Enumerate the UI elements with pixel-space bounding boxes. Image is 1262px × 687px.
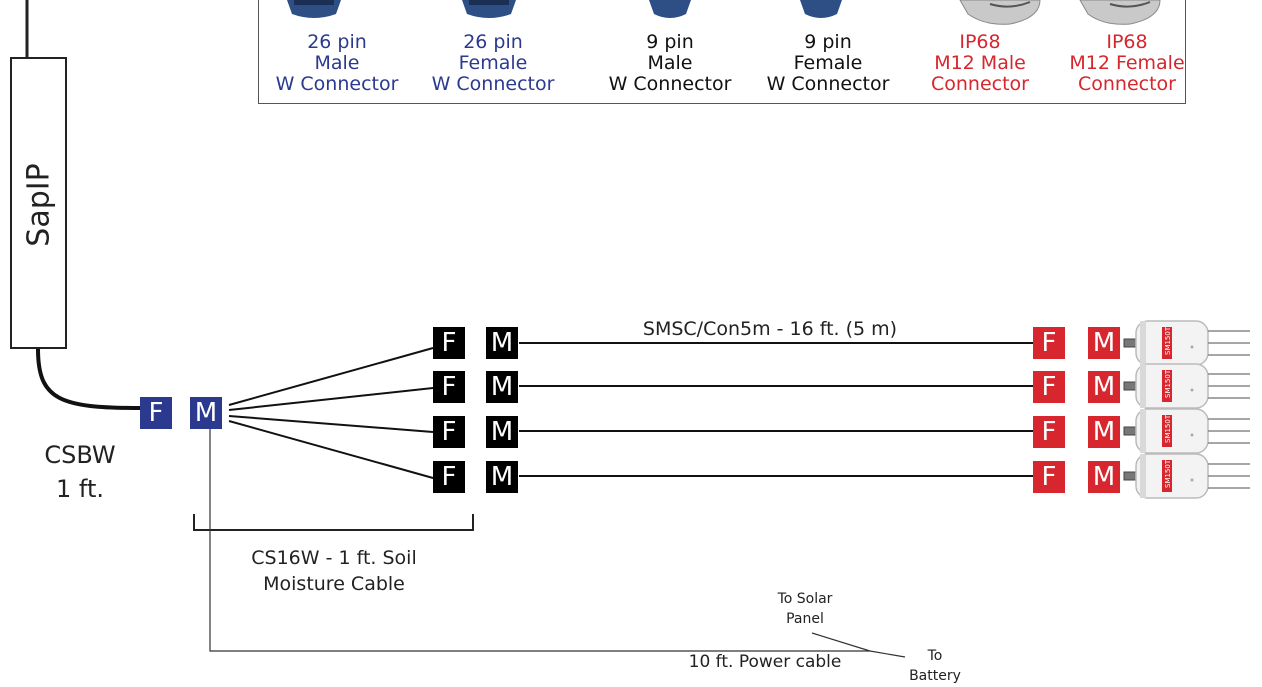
- soil-moisture-sensor-3: SM150T: [1123, 408, 1250, 454]
- legend-line: Male: [314, 52, 360, 74]
- legend-line: Connector: [931, 73, 1029, 95]
- legend-line: M12 Female: [1069, 52, 1185, 74]
- cs16w-male-connector: M: [190, 397, 222, 429]
- smsc-female-connector-2: F: [1033, 371, 1065, 403]
- legend-line: 26 pin: [463, 31, 523, 53]
- sensor-male-connector-2: M: [1088, 371, 1120, 403]
- connector-image-9f: [800, 0, 842, 18]
- sensor-male-connector-1: M: [1088, 327, 1120, 359]
- csbw-female-connector: F: [140, 397, 172, 429]
- legend-line: W Connector: [766, 73, 890, 95]
- sensor-group: SM150T SM150T SM150T SM150T: [1123, 320, 1250, 499]
- connector-image-m12m: [959, 0, 1041, 25]
- connector-image-m12f: [1079, 0, 1161, 25]
- smsc-cable-label: SMSC/Con5m - 16 ft. (5 m): [642, 318, 898, 340]
- legend-line: IP68: [959, 31, 1001, 53]
- battery-label: To Battery: [895, 646, 975, 686]
- sensor-label-text: SM150T: [1164, 326, 1172, 355]
- connector-image-9m: [649, 0, 691, 18]
- csbw-label: CSBW 1 ft.: [30, 438, 130, 506]
- legend-line: 26 pin: [307, 31, 367, 53]
- cs16w-female-connector-1: F: [433, 327, 465, 359]
- legend-line: Connector: [1078, 73, 1176, 95]
- soil-moisture-sensor-2: SM150T: [1123, 363, 1250, 409]
- sapip-logger: [10, 57, 67, 349]
- csbw-length: 1 ft.: [56, 475, 104, 503]
- legend-9pin-male: 9 pin Male W Connector: [595, 32, 745, 95]
- cs16w-label-line1: CS16W - 1 ft. Soil: [251, 547, 417, 569]
- power-to-solar: [811, 632, 871, 652]
- legend-line: W Connector: [275, 73, 399, 95]
- battery-label-line2: Battery: [909, 668, 961, 684]
- legend-line: 9 pin: [804, 31, 852, 53]
- cs16w-female-connector-4: F: [433, 461, 465, 493]
- smsc-female-connector-3: F: [1033, 416, 1065, 448]
- legend-line: W Connector: [431, 73, 555, 95]
- legend-line: Female: [793, 52, 863, 74]
- smsc-male-connector-2: M: [486, 371, 518, 403]
- soil-moisture-sensor-4: SM150T: [1123, 453, 1250, 499]
- solar-panel-label: To Solar Panel: [750, 589, 860, 629]
- legend-line: W Connector: [608, 73, 732, 95]
- sensor-label-text: SM150T: [1164, 369, 1172, 398]
- legend-m12-male: IP68 M12 Male Connector: [905, 32, 1055, 95]
- power-to-battery: [869, 650, 906, 658]
- cs16w-label: CS16W - 1 ft. Soil Moisture Cable: [214, 545, 454, 597]
- solar-label-line1: To Solar: [777, 591, 833, 607]
- smsc-male-connector-4: M: [486, 461, 518, 493]
- solar-label-line2: Panel: [786, 611, 824, 627]
- csbw-name: CSBW: [44, 441, 116, 469]
- smsc-male-connector-3: M: [486, 416, 518, 448]
- battery-label-line1: To: [927, 648, 943, 664]
- cs16w-female-connector-2: F: [433, 371, 465, 403]
- legend-line: 9 pin: [646, 31, 694, 53]
- legend-line: M12 Male: [934, 52, 1026, 74]
- legend-line: Female: [458, 52, 528, 74]
- connector-image-26m: [287, 0, 341, 18]
- cs16w-wire-4: [228, 420, 434, 479]
- power-cable: [209, 425, 870, 652]
- legend-line: Male: [647, 52, 693, 74]
- legend-26pin-female: 26 pin Female W Connector: [418, 32, 568, 95]
- soil-moisture-sensor-1: SM150T: [1123, 320, 1250, 366]
- csbw-cable: [36, 348, 141, 410]
- connector-legend: [258, 0, 1186, 104]
- sensor-label-text: SM150T: [1164, 459, 1172, 488]
- legend-line: IP68: [1106, 31, 1148, 53]
- smsc-male-connector-1: M: [486, 327, 518, 359]
- smsc-female-connector-1: F: [1033, 327, 1065, 359]
- cs16w-wire-3: [228, 415, 434, 433]
- legend-9pin-female: 9 pin Female W Connector: [753, 32, 903, 95]
- sensor-male-connector-4: M: [1088, 461, 1120, 493]
- cs16w-wire-2: [228, 387, 434, 411]
- cs16w-wire-1: [228, 347, 434, 406]
- sapip-label: SapIP: [21, 163, 57, 247]
- cs16w-bracket: [193, 514, 474, 531]
- smsc-female-connector-4: F: [1033, 461, 1065, 493]
- sensor-male-connector-3: M: [1088, 416, 1120, 448]
- cs16w-female-connector-3: F: [433, 416, 465, 448]
- legend-26pin-male: 26 pin Male W Connector: [262, 32, 412, 95]
- cs16w-label-line2: Moisture Cable: [263, 573, 405, 595]
- power-cable-label: 10 ft. Power cable: [688, 652, 842, 672]
- legend-m12-female: IP68 M12 Female Connector: [1052, 32, 1202, 95]
- sensor-label-text: SM150T: [1164, 414, 1172, 443]
- connector-image-26f: [462, 0, 516, 18]
